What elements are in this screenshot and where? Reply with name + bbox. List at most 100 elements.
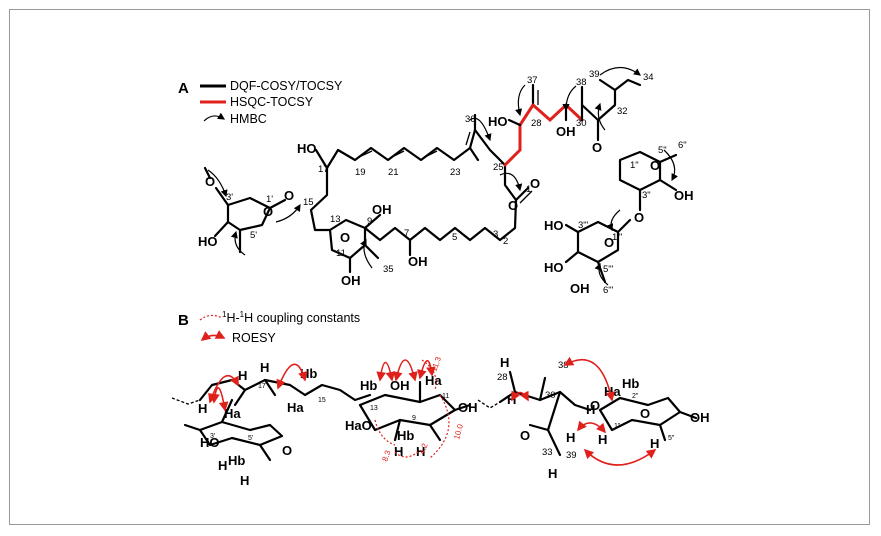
conformer-methoxy (183, 423, 202, 432)
pos-13: 13 (330, 214, 341, 225)
legend-a: DQF-COSY/TOCSY HSQC-TOCSY HMBC (200, 79, 343, 126)
atom-o-ring2b: O (634, 210, 644, 225)
hsqc-segment-2 (531, 102, 584, 123)
hmbc-legend-label: HMBC (230, 112, 267, 126)
conformer-right-c33b (528, 423, 550, 432)
panel-label-a: A (178, 80, 189, 97)
b-num-39: 39 (566, 450, 577, 461)
b-num-11: 11 (442, 393, 449, 400)
c25-ester (503, 163, 518, 202)
conformer-right-c28 (508, 370, 517, 394)
roesy-arrow-8 (563, 356, 615, 402)
c26-oh-bond (507, 118, 522, 127)
b-atom-ha3: Ha (425, 373, 442, 388)
c1-carbonyl-double (519, 190, 533, 204)
conformer-left-ring (198, 420, 284, 447)
b-atom-h11: H (586, 402, 595, 417)
pos-19: 19 (355, 167, 366, 178)
left-glycosidic-bond (268, 198, 287, 210)
atom-o-methoxy: O (205, 174, 215, 189)
atom-o-ester: O (508, 198, 518, 213)
b-atom-hb4: Hb (397, 428, 414, 443)
atom-oh-11: OH (341, 273, 361, 288)
b-atom-hao: HaO (345, 418, 372, 433)
hmbc-arrow-11 (663, 149, 678, 182)
c17-c15-chain (309, 166, 329, 212)
b-num-1pp: 1" (614, 423, 621, 430)
macrolide-backbone (309, 78, 642, 274)
coupling-arc-2 (421, 359, 437, 391)
roesy-arrow-3 (276, 363, 308, 390)
b-atom-h7: H (416, 444, 425, 459)
hmbc-arrow-10 (594, 102, 606, 131)
b-num-5p: 5' (248, 435, 253, 442)
sugar-2-methyl (658, 153, 678, 164)
pos-28: 28 (531, 118, 542, 129)
b-atom-ha1: Ha (224, 406, 241, 421)
roesy-arrow-7 (511, 390, 529, 402)
conformer-ring-methyl (258, 443, 272, 462)
pos-1p: 1' (266, 194, 273, 205)
hmbc-arrow-12 (606, 209, 621, 232)
b-num-9: 9 (412, 415, 416, 422)
figure-frame (9, 9, 870, 525)
pos-34: 34 (643, 72, 654, 83)
c30-c34-chain (580, 78, 642, 122)
b-num-15: 15 (318, 397, 326, 404)
coupling-j4: 4.2 (417, 442, 429, 456)
b-atom-o3: O (590, 398, 600, 413)
b-num-33: 33 (542, 447, 553, 458)
b-num-13: 13 (370, 405, 378, 412)
b-atom-h13: H (548, 466, 557, 481)
double-bond-21 (391, 150, 405, 158)
roesy-legend-arrow (200, 330, 226, 341)
coupling-j1: 8.3 (380, 449, 392, 463)
pos-6pp: 6" (678, 140, 687, 151)
sugar-2-oh-bond (658, 178, 678, 192)
atom-ho-26: HO (488, 114, 508, 129)
b-num-28: 28 (497, 372, 508, 383)
pos-1ppp: 1"' (612, 232, 623, 243)
roesy-arrow-2 (210, 387, 229, 412)
coupling-sup2: 1 (240, 310, 245, 319)
pos-23: 23 (450, 167, 461, 178)
b-atom-h4: H (218, 458, 227, 473)
atom-o-ring3: O (604, 235, 614, 250)
atom-o-ring1: O (263, 204, 273, 219)
cosy-legend-label: DQF-COSY/TOCSY (230, 79, 343, 93)
b-num-30: 30 (545, 390, 556, 401)
pos-7: 7 (404, 228, 409, 239)
pos-5p: 5' (250, 230, 257, 241)
conformer-right-c39 (546, 428, 562, 457)
atom-o-ring13: O (340, 230, 350, 245)
double-bond-23b (465, 131, 471, 146)
b-atom-h6: H (394, 444, 403, 459)
coupling-j3: 10.0 (452, 423, 465, 441)
b-num-3p: 3' (210, 433, 215, 440)
conformer-c17-o (233, 388, 247, 407)
pos-15: 15 (303, 197, 314, 208)
b-num-17: 17 (258, 383, 266, 390)
b-atom-hb3: Hb (360, 378, 377, 393)
methyl-39 (598, 78, 617, 92)
methyl-35 (363, 243, 380, 260)
pos-1: 1 (526, 184, 531, 195)
pos-2: 2 (503, 236, 508, 247)
atom-ho-17: HO (297, 141, 317, 156)
right-sugars (564, 150, 678, 284)
b-atom-h12: H (598, 432, 607, 447)
atom-o-15: O (284, 188, 294, 203)
coupling-arc-3 (429, 394, 450, 459)
pos-3p: 3' (226, 192, 233, 203)
hmbc-legend-arrow (203, 112, 226, 122)
b-atom-ha4: Ha (604, 384, 621, 399)
b-num-5pp: 5" (668, 435, 675, 442)
roesy-legend-label: ROESY (232, 331, 276, 345)
hmbc-arrow-1 (207, 169, 228, 198)
roesy-arrow-5 (393, 359, 418, 382)
b-atom-h1: H (198, 401, 207, 416)
hsqc-legend-label: HSQC-TOCSY (230, 95, 314, 109)
pos-5ppp: 5"' (603, 264, 614, 275)
roesy-arrow-4 (376, 361, 396, 382)
roesy-arrow-10 (583, 448, 657, 466)
